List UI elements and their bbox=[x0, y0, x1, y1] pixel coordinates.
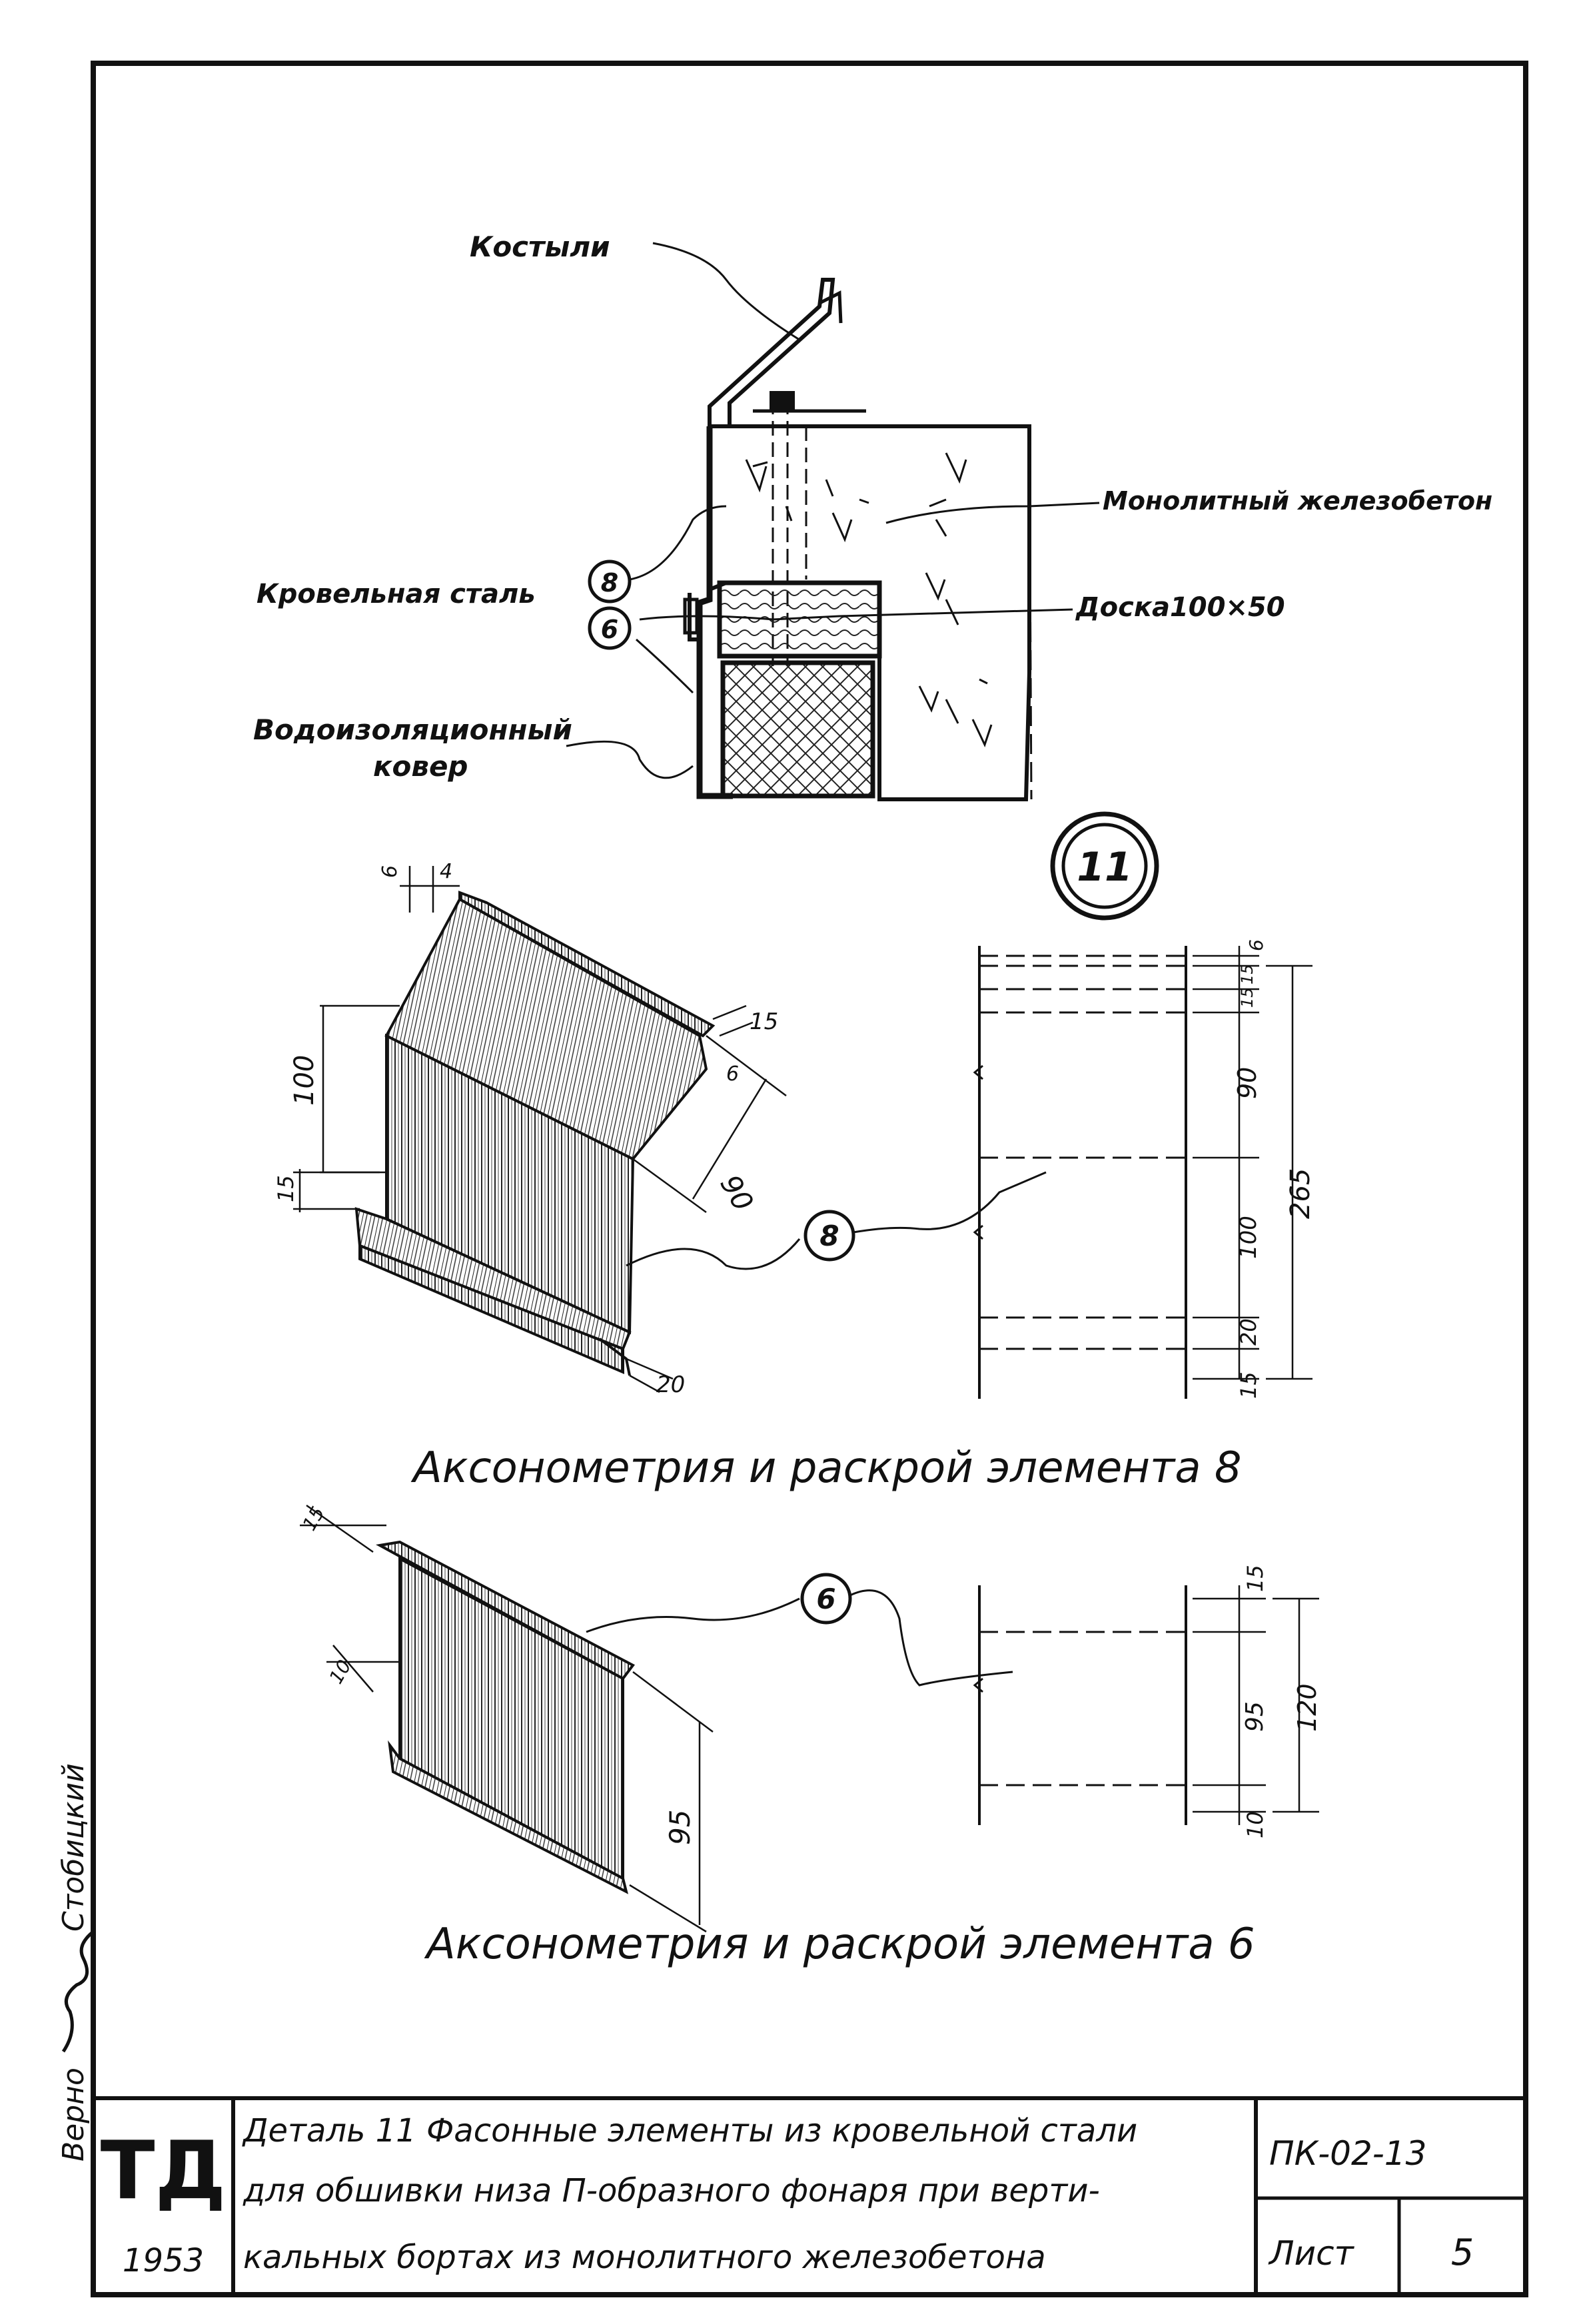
crutch bbox=[708, 278, 835, 426]
e6-dim-95: 95 bbox=[664, 1810, 696, 1845]
e6-layout-dim-10: 10 bbox=[1243, 1811, 1268, 1838]
callout-8-circle bbox=[588, 560, 632, 603]
side-note-name: Стобицкий bbox=[57, 1763, 91, 1932]
e8-dim-100: 100 bbox=[289, 1055, 320, 1106]
element6-layout bbox=[973, 1585, 1319, 1825]
e8-total-dim-265: 265 bbox=[1285, 1168, 1316, 1219]
element6-axonometry: 15 10 95 6 bbox=[298, 1503, 1013, 1933]
e8-layout-dim-15b: 15 bbox=[1238, 987, 1257, 1008]
e8-dim-6-right: 6 bbox=[726, 1062, 739, 1086]
detail-number-circle-outer bbox=[1050, 811, 1159, 921]
element8-axonometry: 6 4 100 15 6 90 15 20 8 bbox=[273, 860, 1047, 1398]
e6-dim-15: 15 bbox=[298, 1503, 328, 1534]
detail-number-circle-inner bbox=[1061, 823, 1148, 909]
e8-layout-dim-20: 20 bbox=[1236, 1318, 1261, 1346]
label-board: Доска100×50 bbox=[1075, 592, 1285, 623]
label-waterproof-1: Водоизоляционный bbox=[253, 713, 572, 746]
title-code: ПК-02-13 bbox=[1269, 2134, 1426, 2173]
section-drawing: 8 6 Костыли Монолитный железобетон Крове… bbox=[253, 230, 1492, 801]
element6-callout-circle bbox=[800, 1573, 852, 1625]
side-note-verno: Верно bbox=[57, 2068, 91, 2161]
e8-layout-dim-15a: 15 bbox=[1238, 964, 1257, 984]
detail-number: 11 bbox=[1077, 844, 1133, 891]
e8-layout-dim-90: 90 bbox=[1233, 1067, 1262, 1099]
e6-layout-dim-95: 95 bbox=[1241, 1701, 1269, 1732]
element8-upper-face bbox=[384, 897, 708, 1161]
element6-layout-dims: 15 95 10 120 bbox=[1241, 1565, 1322, 1838]
signature bbox=[61, 1930, 95, 2053]
e8-dim-4: 4 bbox=[440, 860, 452, 883]
e6-total-dim-120: 120 bbox=[1293, 1683, 1322, 1732]
label-kostyli: Костыли bbox=[470, 230, 610, 263]
title-logo: ТД bbox=[101, 2125, 227, 2217]
title-year: 1953 bbox=[123, 2242, 204, 2279]
element6-caption: Аксонометрия и раскрой элемента 6 bbox=[424, 1920, 1255, 1969]
callout-8-text: 8 bbox=[601, 568, 618, 597]
callout-6-text: 6 bbox=[601, 615, 618, 644]
element8-layout bbox=[973, 946, 1312, 1399]
label-waterproof-2: ковер bbox=[373, 750, 468, 783]
title-sheet-label: Лист bbox=[1268, 2234, 1355, 2273]
element8-caption: Аксонометрия и раскрой элемента 8 bbox=[410, 1443, 1242, 1493]
e8-layout-dim-15c: 15 bbox=[1236, 1371, 1261, 1399]
e8-layout-dim-6: 6 bbox=[1245, 939, 1267, 951]
side-note: Верно Стобицкий bbox=[57, 1763, 95, 2161]
concrete-aggregate bbox=[745, 452, 993, 748]
element8-bottom-flange bbox=[354, 1207, 632, 1351]
sheet-frame bbox=[91, 61, 1528, 2297]
e8-dim-6: 6 bbox=[378, 865, 402, 878]
title-line-1: Деталь 11 Фасонные элементы из кровельно… bbox=[242, 2112, 1137, 2149]
roof-steel-sheathing bbox=[696, 426, 733, 799]
e6-dim-10: 10 bbox=[324, 1656, 355, 1687]
element6-bottom-flange bbox=[388, 1740, 629, 1894]
title-line-2: для обшивки низа П-образного фонаря при … bbox=[243, 2172, 1100, 2209]
e8-dim-20: 20 bbox=[656, 1371, 685, 1398]
e8-layout-dim-100: 100 bbox=[1235, 1216, 1262, 1259]
title-block bbox=[93, 2096, 1526, 2295]
e8-dim-15-left: 15 bbox=[273, 1175, 298, 1202]
bolt-nut bbox=[770, 391, 795, 411]
label-monolith: Монолитный железобетон bbox=[1103, 486, 1492, 516]
element8-callout-circle bbox=[803, 1210, 855, 1262]
board bbox=[717, 580, 882, 659]
callout-6-circle bbox=[588, 606, 632, 650]
insulation bbox=[720, 660, 875, 799]
label-roofing-steel: Кровельная сталь bbox=[257, 579, 536, 609]
element8-callout-text: 8 bbox=[819, 1220, 839, 1252]
element6-callout-text: 6 bbox=[816, 1583, 835, 1615]
title-sheet-number: 5 bbox=[1451, 2231, 1474, 2273]
title-line-3: кальных бортах из монолитного железобето… bbox=[243, 2239, 1046, 2276]
e6-layout-dim-15: 15 bbox=[1243, 1565, 1268, 1592]
e8-dim-90: 90 bbox=[714, 1170, 760, 1217]
element8-layout-dims: 6 15 15 90 100 20 15 265 bbox=[1233, 939, 1316, 1399]
concrete-monolith bbox=[708, 424, 1031, 801]
e8-dim-15-right: 15 bbox=[750, 1008, 778, 1035]
